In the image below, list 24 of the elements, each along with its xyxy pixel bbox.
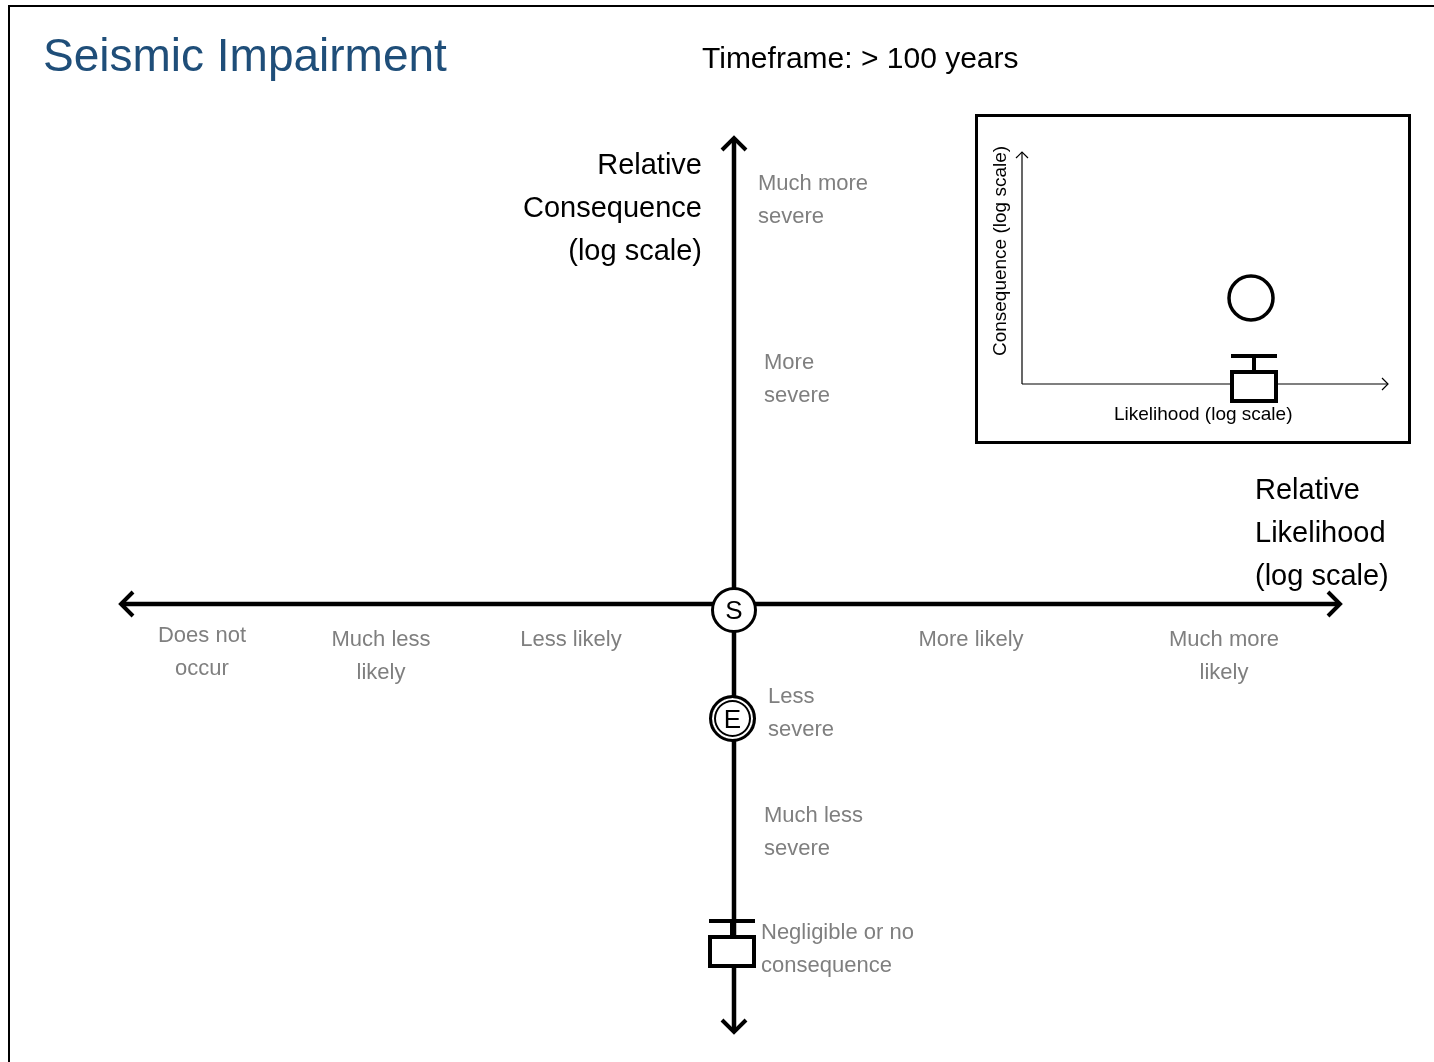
axis-tick-label: Much less likely [330,625,432,686]
diagram-title: Seismic Impairment [43,28,447,82]
node-label: S [725,597,743,623]
axis-title: Relative Consequence (log scale) [522,147,702,268]
circle-node [709,695,756,742]
node-label: E [723,705,742,732]
axis-tick-label: Does not occur [156,621,248,682]
circle-node [711,587,757,633]
axis-label: Consequence (log scale) [989,145,1011,357]
plunger-symbol [707,919,757,969]
axis-tick-label: More likely [917,625,1025,653]
axis-tick-label: Much more likely [1167,625,1280,686]
plunger-symbol [1229,354,1279,404]
axis-tick-label: Much more severe [758,169,870,230]
axis-tick-label: Much less severe [764,801,865,862]
axis-tick-label: Negligible or no consequence [761,918,915,979]
axis-tick-label: Less severe [768,682,836,743]
axis-label: Likelihood (log scale) [1114,403,1293,425]
axis-tick-label: Less likely [519,625,623,653]
axis-tick-label: More severe [764,348,832,409]
inset-panel [975,114,1411,444]
axis-title: Timeframe: > 100 years [702,40,1020,76]
axis-title: Relative Likelihood (log scale) [1255,472,1390,593]
circle-marker [1227,274,1275,322]
